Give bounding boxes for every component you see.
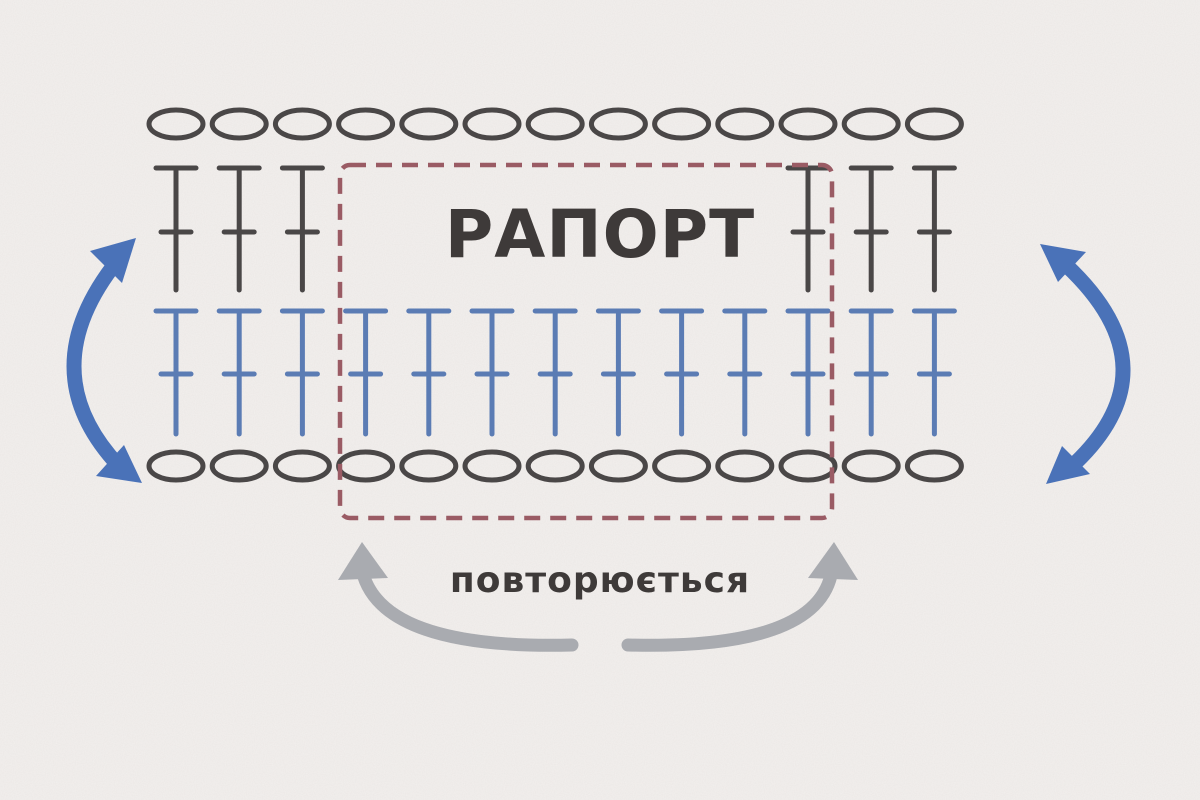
chain-stitch-icon bbox=[272, 107, 332, 141]
chain-stitch-icon bbox=[652, 449, 712, 483]
left-turn-arrow-icon bbox=[66, 252, 126, 473]
right-turn-arrow-icon bbox=[1058, 257, 1131, 476]
chain-stitch-icon bbox=[462, 449, 522, 483]
right-arrow-head-bottom-icon bbox=[1046, 446, 1090, 484]
double-crochet-stitch-icon bbox=[722, 308, 768, 437]
chain-stitch-icon bbox=[588, 107, 648, 141]
turning-arrows bbox=[66, 238, 1131, 484]
double-crochet-stitch-icon bbox=[785, 165, 831, 293]
double-crochet-stitch-icon bbox=[911, 165, 957, 293]
repeat-title: РАПОРТ bbox=[444, 196, 756, 273]
chain-stitch-icon bbox=[588, 449, 648, 483]
chain-stitch-icon bbox=[778, 107, 838, 141]
double-crochet-stitch-icon bbox=[595, 308, 641, 437]
chain-stitch-icon bbox=[841, 449, 901, 483]
double-crochet-stitch-icon bbox=[532, 308, 578, 437]
right-arrow-head-top-icon bbox=[1040, 244, 1086, 282]
double-crochet-stitch-icon bbox=[659, 308, 705, 437]
chain-stitch-icon bbox=[272, 449, 332, 483]
repeat-arrow-left-head-icon bbox=[338, 542, 388, 580]
chain-stitch-icon bbox=[399, 449, 459, 483]
top-chain-row bbox=[146, 107, 964, 141]
left-arrow-head-bottom-icon bbox=[96, 445, 142, 483]
chain-stitch-icon bbox=[399, 107, 459, 141]
bottom-chain-row bbox=[146, 449, 964, 483]
repeat-arrow-right-icon bbox=[621, 563, 839, 652]
double-crochet-stitch-icon bbox=[216, 308, 262, 437]
chain-stitch-icon bbox=[652, 107, 712, 141]
repeat-box bbox=[337, 162, 835, 521]
double-crochet-stitch-icon bbox=[469, 308, 515, 437]
chain-stitch-icon bbox=[715, 449, 775, 483]
double-crochet-stitch-icon bbox=[785, 308, 831, 437]
double-crochet-stitch-icon bbox=[911, 308, 957, 437]
chain-stitch-icon bbox=[778, 449, 838, 483]
double-crochet-stitch-icon bbox=[848, 308, 894, 437]
double-crochet-stitch-icon bbox=[343, 308, 389, 437]
double-crochet-stitch-icon bbox=[279, 165, 325, 293]
left-arrow-head-top-icon bbox=[90, 238, 136, 283]
chain-stitch-icon bbox=[841, 107, 901, 141]
chain-stitch-icon bbox=[209, 449, 269, 483]
double-crochet-stitch-icon bbox=[848, 165, 894, 293]
chain-stitch-icon bbox=[525, 449, 585, 483]
double-crochet-stitch-icon bbox=[153, 308, 199, 437]
double-crochet-stitch-icon bbox=[216, 165, 262, 293]
chain-stitch-icon bbox=[336, 107, 396, 141]
chain-stitch-icon bbox=[209, 107, 269, 141]
chain-stitch-icon bbox=[715, 107, 775, 141]
chain-stitch-icon bbox=[146, 449, 206, 483]
chain-stitch-icon bbox=[462, 107, 522, 141]
double-crochet-stitch-icon bbox=[406, 308, 452, 437]
double-crochet-stitch-icon bbox=[153, 165, 199, 293]
repeat-arrow-right-head-icon bbox=[808, 542, 858, 580]
chain-stitch-icon bbox=[904, 107, 964, 141]
chain-stitch-icon bbox=[904, 449, 964, 483]
chain-stitch-icon bbox=[146, 107, 206, 141]
chain-stitch-icon bbox=[525, 107, 585, 141]
blue-stitch-row bbox=[153, 308, 957, 437]
double-crochet-stitch-icon bbox=[279, 308, 325, 437]
repeats-caption: повторюється bbox=[449, 560, 751, 601]
repeat-arrow-left-icon bbox=[355, 563, 579, 652]
repeat-arrows bbox=[338, 542, 858, 652]
top-stitch-row bbox=[153, 165, 957, 293]
